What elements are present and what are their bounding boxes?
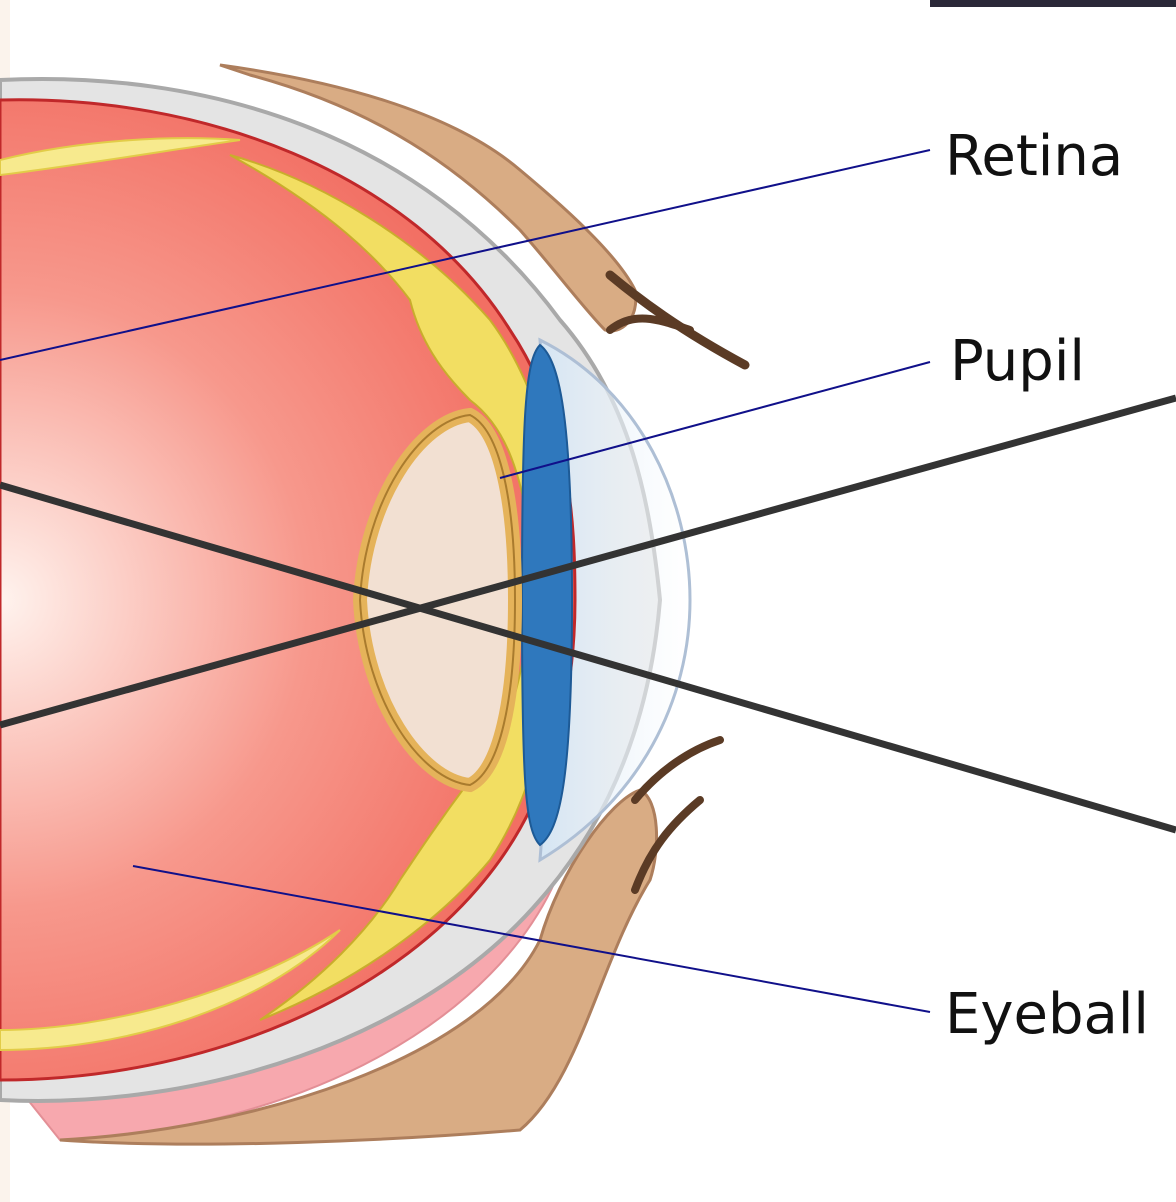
label-eyeball: Eyeball — [945, 982, 1149, 1047]
iris — [522, 345, 572, 845]
top-right-bar — [930, 0, 1176, 7]
label-pupil: Pupil — [950, 329, 1085, 394]
label-retina: Retina — [945, 124, 1123, 189]
